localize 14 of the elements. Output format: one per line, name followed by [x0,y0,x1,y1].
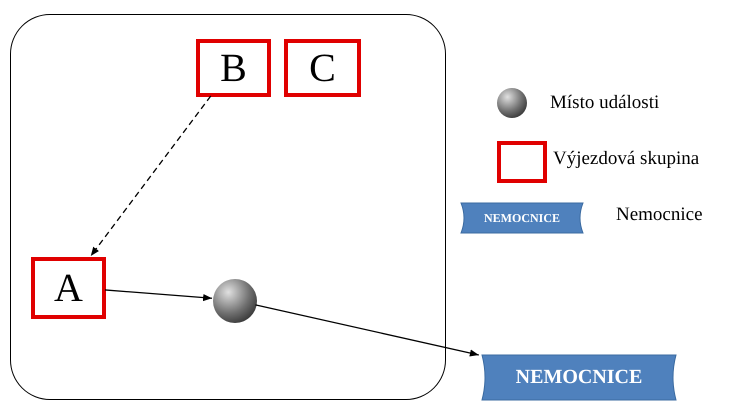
team-box [31,257,106,319]
region-frame [10,14,446,400]
arrow [104,289,212,302]
arrow [90,96,212,256]
team-label: B [220,48,247,88]
team-label: C [309,48,336,88]
incident-sphere [213,279,257,323]
team-box [196,39,271,97]
arrow [255,304,479,357]
team-box [284,39,361,97]
legend-label: Místo události [550,92,660,114]
legend-label: Výjezdová skupina [553,148,700,170]
team-label: A [54,268,83,308]
legend-label: Nemocnice [616,204,703,226]
